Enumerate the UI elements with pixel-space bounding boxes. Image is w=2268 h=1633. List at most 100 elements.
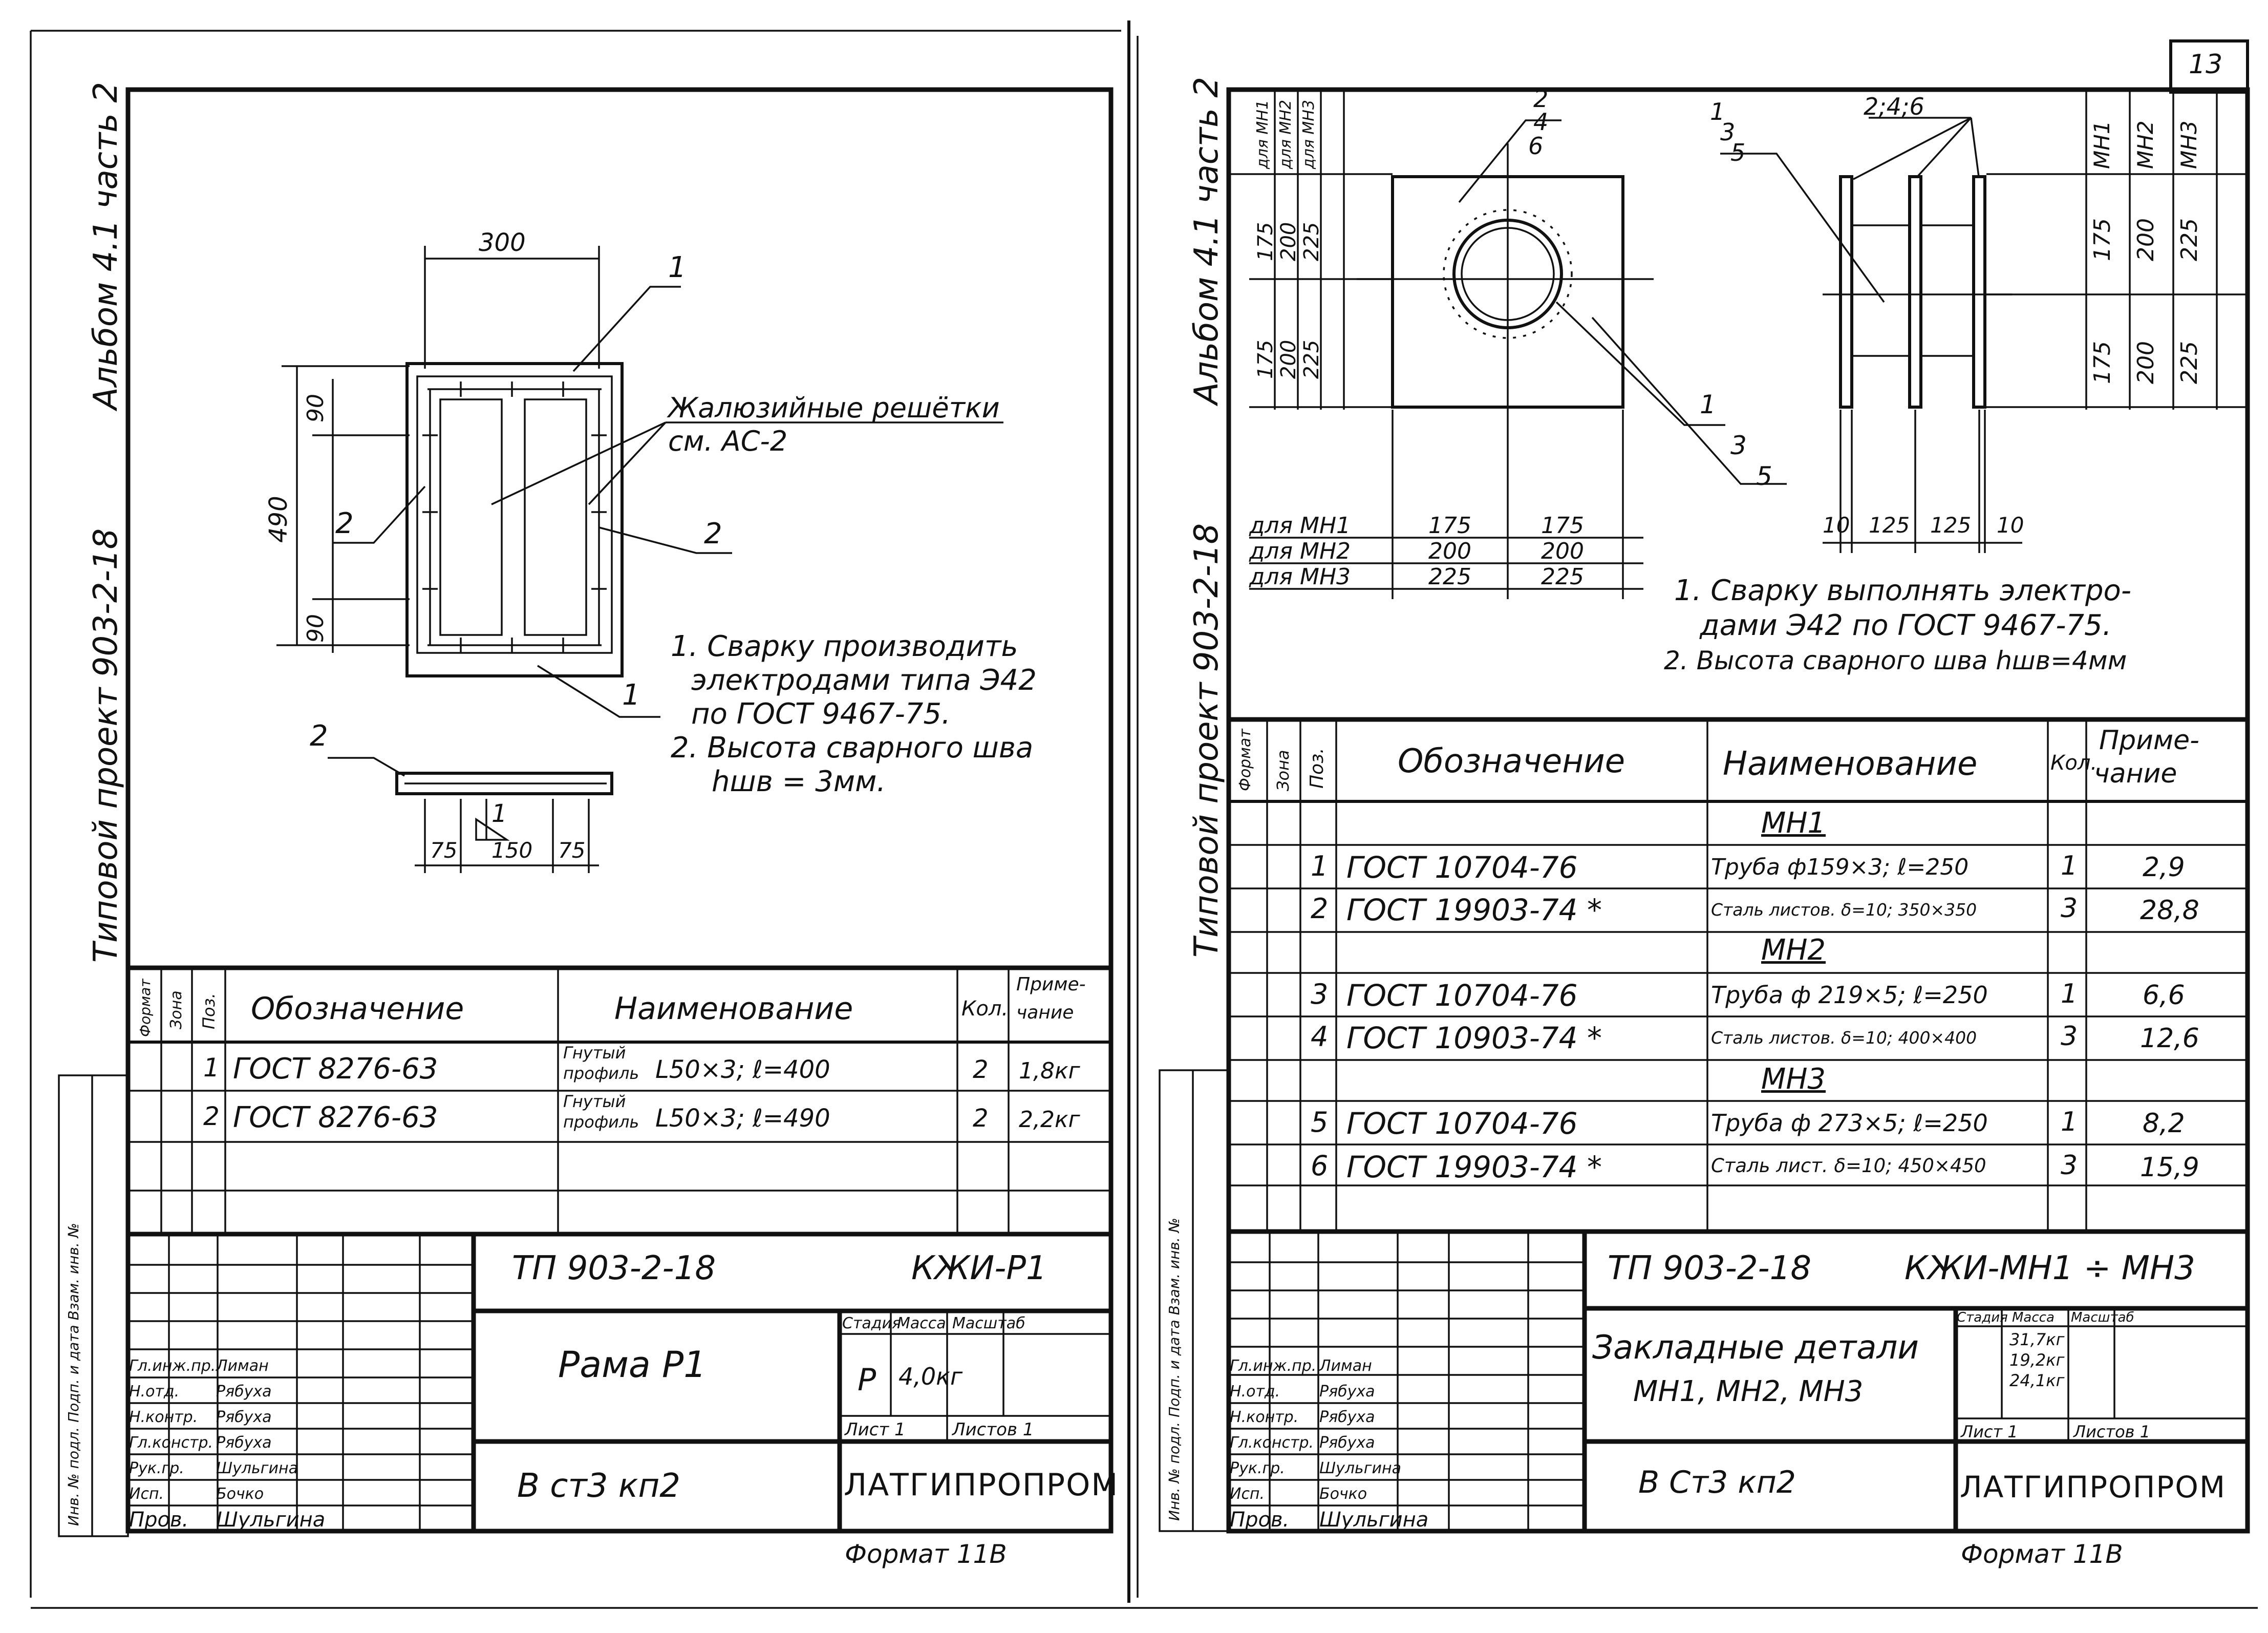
- person-row: Н.контр.Рябуха: [129, 1405, 325, 1430]
- person-name: Лиман: [216, 1357, 269, 1375]
- tb-format: Формат 11В: [1961, 1539, 2123, 1569]
- bottom-dim-a: 175: [1428, 513, 1471, 539]
- bottom-dim-b: 200: [1541, 538, 1584, 564]
- person-row: Н.отд.Рябуха: [1230, 1379, 1428, 1405]
- person-role: Н.контр.: [129, 1408, 198, 1426]
- dim-value: 225: [1300, 222, 1323, 261]
- person-name: Рябуха: [216, 1383, 272, 1401]
- right-side-stamp: Инв. № подл. Подп. и дата Взам. инв. №: [1166, 1218, 1183, 1521]
- dim-width-300: 300: [479, 228, 526, 257]
- dim-top-90: 90: [303, 394, 329, 422]
- row-qty: 2: [973, 1104, 989, 1133]
- col-note-header-1: Приме-: [2099, 725, 2199, 756]
- col-format-header: Формат: [1236, 729, 1254, 791]
- callout-1-bottom: 1: [622, 678, 640, 712]
- tb-code: ТП 903-2-18: [1608, 1249, 1812, 1287]
- side-dim-value: 175: [2089, 218, 2115, 261]
- weld-mark-1: 1: [491, 799, 507, 828]
- col-pos-header: Поз.: [199, 993, 219, 1029]
- dim-head: для МН1: [1254, 99, 1272, 169]
- row-designation: ГОСТ 10704-76: [1346, 978, 1578, 1013]
- person-name: Шульгина: [1319, 1508, 1429, 1532]
- bottom-dim-label: для МН2: [1249, 538, 1351, 564]
- col-note-header-2: чание: [2094, 758, 2177, 789]
- callout-2-section: 2: [310, 719, 328, 753]
- left-project-title: Типовой проект 903-2-18: [87, 528, 125, 963]
- row-name: Труба ф159×3; ℓ=250: [1711, 854, 1969, 880]
- left-title-block-lines: [125, 1234, 1111, 1531]
- side-dim-value: 200: [2133, 218, 2159, 261]
- dim-bottom-90: 90: [303, 614, 329, 643]
- note-line: по ГОСТ 9467-75.: [691, 697, 951, 731]
- page-number: 13: [2189, 49, 2223, 80]
- tb-mass: 4,0кг: [898, 1363, 963, 1390]
- left-side-stamp: Инв. № подл. Подп. и дата Взам. инв. №: [65, 1223, 82, 1526]
- row-pos: 6: [1311, 1150, 1329, 1182]
- left-spec-table-lines: [128, 965, 1111, 1237]
- section-dim: 10: [1997, 513, 2024, 538]
- dim-sec-75-right: 75: [558, 838, 586, 863]
- row-qty: 3: [2061, 1150, 2078, 1181]
- row-note: 2,2кг: [1019, 1107, 1080, 1133]
- plan-callout: 2: [1533, 85, 1549, 113]
- left-notes: 1. Сварку производить электродами типа Э…: [671, 630, 1037, 799]
- row-pos: 5: [1311, 1106, 1329, 1138]
- embedded-part-plan: [1229, 90, 1787, 599]
- col-format-header: Формат: [137, 979, 154, 1037]
- person-row: Гл.констр.Рябуха: [1230, 1430, 1428, 1456]
- person-name: Рябуха: [216, 1434, 272, 1452]
- circle-callout: 1: [1710, 98, 1725, 125]
- louver-note-1: Жалюзийные решётки: [668, 392, 1000, 424]
- row-name-1: Гнутый: [563, 1043, 626, 1063]
- person-role: Гл.констр.: [1230, 1434, 1314, 1452]
- person-role: Пров.: [1230, 1508, 1290, 1532]
- person-row: Гл.инж.пр.Лиман: [1230, 1353, 1428, 1379]
- tb-stage-header: Стадия: [842, 1314, 902, 1332]
- group-title: МН3: [1761, 1063, 1826, 1096]
- person-name: Шульгина: [216, 1508, 326, 1532]
- frame-r1-elevation: [276, 246, 1003, 873]
- circle-callout: 3: [1730, 431, 1747, 460]
- side-dim-value: 175: [2089, 341, 2115, 384]
- col-note-header-1: Приме-: [1016, 974, 1086, 995]
- plan-callout: 6: [1528, 132, 1544, 160]
- col-designation-header: Обозначение: [251, 991, 464, 1027]
- bottom-dim-label: для МН1: [1249, 513, 1351, 539]
- tb-code: ТП 903-2-18: [512, 1249, 716, 1287]
- person-role: Н.контр.: [1230, 1408, 1299, 1426]
- row-name-2: профиль: [563, 1112, 639, 1132]
- note-line: электродами типа Э42: [691, 664, 1037, 697]
- person-row: Рук.гр.Шульгина: [129, 1456, 325, 1481]
- person-name: Лиман: [1319, 1357, 1372, 1375]
- person-row: Рук.гр.Шульгина: [1230, 1456, 1428, 1481]
- dim-sec-150: 150: [491, 838, 533, 863]
- side-dim-head: МН1: [2089, 120, 2114, 169]
- col-note-header-2: чание: [1016, 1002, 1074, 1023]
- tb-item-1: Закладные детали: [1592, 1329, 1919, 1367]
- person-role: Рук.гр.: [1230, 1459, 1285, 1477]
- note-line: 2. Высота сварного шва: [671, 731, 1034, 765]
- right-tb-people: Гл.инж.пр.Лиман Н.отд.Рябуха Н.контр.Ряб…: [1230, 1353, 1428, 1533]
- right-project-title: Типовой проект 903-2-18: [1188, 523, 1226, 958]
- row-note: 2,9: [2143, 852, 2185, 883]
- bottom-dim-label: для МН3: [1249, 564, 1351, 590]
- person-row: Гл.констр.Рябуха: [129, 1430, 325, 1456]
- bottom-dim-a: 225: [1428, 564, 1471, 590]
- tb-stage: Р: [858, 1362, 876, 1398]
- right-title-block-lines: [1229, 1232, 2248, 1531]
- person-row: Исп.Бочко: [1230, 1481, 1428, 1507]
- row-qty: 1: [2061, 979, 2078, 1009]
- person-row: Гл.инж.пр.Лиман: [129, 1353, 325, 1379]
- col-designation-header: Обозначение: [1398, 743, 1625, 780]
- person-role: Исп.: [1230, 1485, 1265, 1503]
- person-row: Пров.Шульгина: [129, 1507, 325, 1533]
- dim-value: 200: [1277, 222, 1300, 261]
- person-role: Гл.инж.пр.: [1230, 1357, 1317, 1375]
- dim-value: 175: [1254, 222, 1277, 261]
- group-title: МН1: [1761, 807, 1826, 840]
- col-name-header: Наименование: [1723, 745, 1978, 783]
- person-row: Н.контр.Рябуха: [1230, 1405, 1428, 1430]
- row-qty: 3: [2061, 1021, 2078, 1052]
- row-pos: 2: [203, 1101, 220, 1131]
- person-name: Бочко: [216, 1485, 264, 1503]
